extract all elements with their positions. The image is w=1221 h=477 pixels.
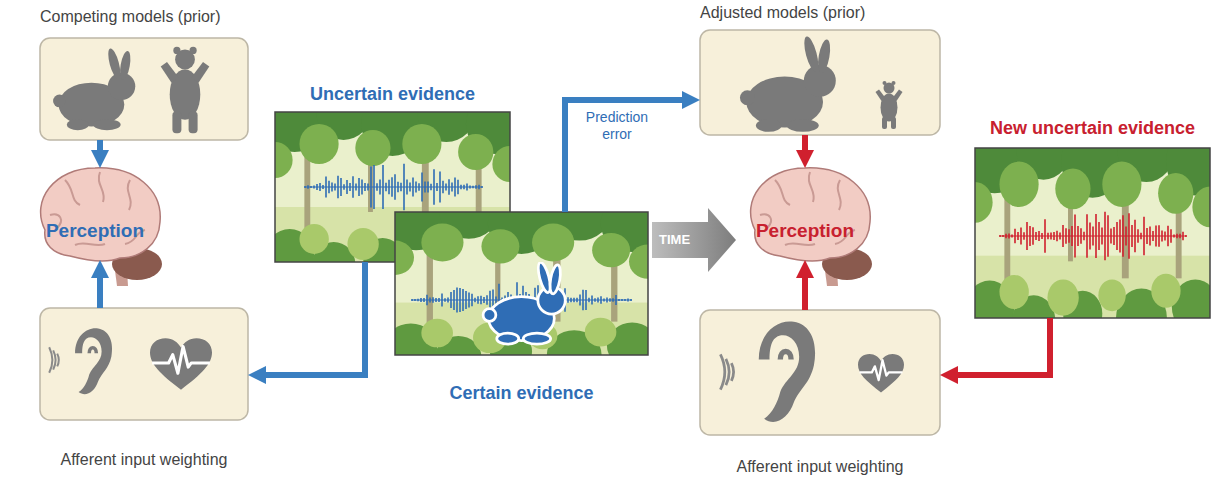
diagram-node: Uncertain evidence [275, 112, 510, 262]
flow-arrow [266, 262, 365, 375]
brain-icon [751, 168, 872, 286]
sound-waves [720, 354, 733, 389]
node-heading: Uncertain evidence [310, 84, 475, 106]
diagram-node: Adjusted models (prior) [700, 30, 940, 135]
node-heading: Certain evidence [449, 383, 593, 405]
flow-arrow [802, 135, 808, 150]
flow-arrow [958, 318, 1050, 375]
ear-icon [75, 328, 112, 394]
forest-scene [957, 114, 1221, 347]
rabbit-silhouette [740, 35, 836, 132]
flow-arrow [565, 100, 682, 212]
sound-waves [49, 347, 59, 373]
forest-scene [376, 183, 667, 379]
heart-icon [858, 354, 904, 392]
waveform-stroke [1000, 212, 1186, 261]
diagram-node: Certain evidence [395, 212, 648, 355]
model-box [40, 38, 248, 140]
diagram-node: Perception [25, 168, 165, 260]
bear-silhouette [161, 47, 210, 133]
waveform-stroke [305, 164, 482, 210]
ear-icon [759, 322, 815, 422]
flow-arrow [802, 278, 808, 310]
waveform [305, 164, 482, 210]
bear-silhouette [876, 81, 903, 129]
input-box [700, 310, 940, 435]
diagram-node: Perception [735, 168, 875, 260]
flow-arrow [97, 278, 103, 308]
node-heading: New uncertain evidence [990, 118, 1195, 140]
node-heading: Competing models (prior) [40, 7, 221, 26]
waveform-axis [1000, 235, 1186, 236]
input-box [40, 308, 248, 420]
node-heading: Afferent input weighting [737, 457, 904, 476]
node-heading: Adjusted models (prior) [700, 3, 865, 22]
edge-label: Prediction error [577, 109, 657, 143]
diagram-node: Afferent input weighting [40, 308, 248, 420]
diagram-node: Afferent input weighting [700, 310, 940, 435]
node-heading: Afferent input weighting [61, 450, 228, 469]
flow-arrow [97, 140, 103, 150]
model-box [700, 30, 940, 135]
node-label: Perception [756, 220, 854, 243]
rabbit-figure [483, 261, 565, 344]
time-arrow [652, 208, 736, 272]
panel-frame [975, 148, 1210, 318]
arrow-label: TIME [659, 232, 690, 248]
waveform-axis [305, 186, 482, 187]
heart-icon [150, 338, 212, 390]
diagram-node: New uncertain evidence [975, 148, 1210, 318]
waveform [1000, 212, 1186, 261]
diagram-node: Competing models (prior) [40, 38, 248, 140]
rabbit-silhouette [53, 47, 135, 130]
panel-frame [395, 212, 648, 355]
node-label: Perception [46, 220, 144, 243]
brain-icon [41, 168, 162, 286]
